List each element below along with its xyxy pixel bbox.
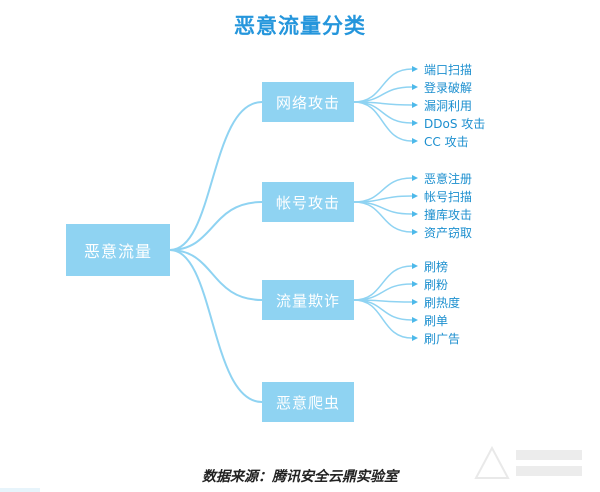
arrow-icon	[412, 211, 418, 217]
leaf-order-boost: 刷单	[424, 314, 449, 328]
category-node-malicious-crawler: 恶意爬虫	[262, 382, 354, 422]
connector-cat-2-leaf-3	[353, 201, 413, 215]
leaf-cc-attack: CC 攻击	[424, 135, 469, 149]
arrow-icon	[412, 335, 418, 341]
leaf-ddos: DDoS 攻击	[424, 117, 486, 131]
category-node-traffic-fraud: 流量欺诈	[262, 280, 354, 320]
connector-cat-2-leaf-4	[353, 201, 413, 233]
leaf-credential-stuffing: 撞库攻击	[424, 208, 473, 222]
watermark-logo-icon	[474, 445, 582, 479]
leaf-vuln-exploit: 漏洞利用	[424, 99, 473, 113]
root-node: 恶意流量	[66, 224, 170, 276]
diagram-title: 恶意流量分类	[234, 14, 366, 38]
leaf-heat-boost: 刷热度	[424, 296, 461, 310]
connector-cat-3-leaf-2	[353, 283, 413, 301]
source-footer: 数据来源：腾讯安全云鼎实验室	[202, 469, 398, 485]
leaf-account-scan: 帐号扫描	[424, 190, 473, 204]
corner-decoration	[0, 488, 40, 492]
connector-cat-1-leaf-5	[353, 101, 413, 142]
connector-cat-3-leaf-1	[353, 265, 413, 301]
arrow-icon	[412, 120, 418, 126]
arrow-icon	[412, 66, 418, 72]
connector-root-cat-4	[169, 249, 263, 403]
arrow-icon	[412, 229, 418, 235]
connector-cat-3-leaf-5	[353, 299, 413, 339]
connector-root-cat-3	[169, 249, 263, 301]
connector-cat-2-leaf-2	[353, 195, 413, 203]
arrow-icon	[412, 175, 418, 181]
category-node-network-attack: 网络攻击	[262, 82, 354, 122]
arrow-icon	[412, 193, 418, 199]
connector-root-cat-2	[169, 201, 263, 251]
arrow-icon	[412, 299, 418, 305]
leaf-fan-boost: 刷粉	[424, 278, 449, 292]
leaf-rank-boost: 刷榜	[424, 260, 449, 274]
category-node-account-attack: 帐号攻击	[262, 182, 354, 222]
leaf-asset-theft: 资产窃取	[424, 226, 473, 240]
leaf-malicious-register: 恶意注册	[424, 172, 473, 186]
leaf-ad-boost: 刷广告	[424, 332, 461, 346]
connector-cat-3-leaf-4	[353, 299, 413, 321]
leaf-port-scan: 端口扫描	[424, 63, 473, 77]
connector-root-cat-1	[169, 101, 263, 251]
connector-cat-1-leaf-1	[353, 68, 413, 103]
arrow-icon	[412, 263, 418, 269]
leaf-login-crack: 登录破解	[424, 81, 473, 95]
connector-cat-1-leaf-2	[353, 86, 413, 103]
arrow-icon	[412, 102, 418, 108]
arrow-icon	[412, 317, 418, 323]
arrow-icon	[412, 281, 418, 287]
arrow-icon	[412, 138, 418, 144]
arrow-icon	[412, 84, 418, 90]
